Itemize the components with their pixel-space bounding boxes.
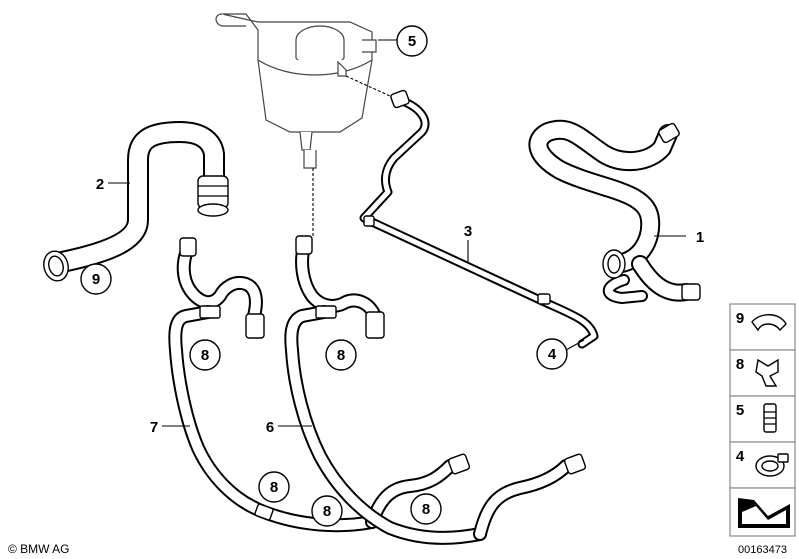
svg-text:2: 2 bbox=[96, 176, 104, 193]
svg-text:5: 5 bbox=[408, 33, 416, 50]
legend-item-5[interactable]: 5 bbox=[729, 395, 796, 443]
svg-text:8: 8 bbox=[736, 356, 744, 373]
diagram-number: 00163473 bbox=[738, 544, 787, 556]
callout-8-e: 8 bbox=[410, 493, 442, 525]
hose-part-6[interactable] bbox=[284, 235, 587, 545]
svg-text:3: 3 bbox=[464, 223, 472, 240]
callout-5: 5 bbox=[396, 25, 428, 57]
callout-3: 3 bbox=[464, 223, 472, 240]
svg-text:9: 9 bbox=[736, 310, 744, 327]
callout-4: 4 bbox=[536, 338, 568, 370]
legend-arrow-icon bbox=[729, 487, 796, 537]
svg-text:8: 8 bbox=[337, 347, 345, 364]
svg-text:8: 8 bbox=[201, 347, 209, 364]
callout-9: 9 bbox=[80, 263, 112, 295]
svg-text:8: 8 bbox=[323, 503, 331, 520]
callout-1: 1 bbox=[696, 229, 704, 246]
svg-text:1: 1 bbox=[696, 229, 704, 246]
callout-6: 6 bbox=[266, 419, 274, 436]
legend-item-9[interactable]: 9 bbox=[729, 303, 796, 351]
legend-item-8[interactable]: 8 bbox=[729, 349, 796, 397]
callout-7: 7 bbox=[150, 419, 158, 436]
svg-text:4: 4 bbox=[548, 346, 557, 363]
leader-lines bbox=[108, 39, 686, 427]
callout-8-a: 8 bbox=[189, 339, 221, 371]
svg-text:6: 6 bbox=[266, 419, 274, 436]
svg-text:9: 9 bbox=[92, 271, 100, 288]
vent-line[interactable] bbox=[345, 75, 599, 349]
svg-text:8: 8 bbox=[270, 479, 278, 496]
callout-8-d: 8 bbox=[311, 495, 343, 527]
svg-text:8: 8 bbox=[422, 501, 430, 518]
svg-text:5: 5 bbox=[736, 402, 744, 419]
copyright-text: © BMW AG bbox=[8, 542, 70, 556]
callout-2: 2 bbox=[96, 176, 104, 193]
hose-part-2[interactable] bbox=[41, 121, 229, 284]
legend-item-4[interactable]: 4 bbox=[729, 441, 796, 489]
svg-text:4: 4 bbox=[736, 448, 745, 465]
callout-8-b: 8 bbox=[325, 339, 357, 371]
expansion-tank[interactable] bbox=[215, 13, 377, 236]
svg-text:7: 7 bbox=[150, 419, 158, 436]
hose-part-7[interactable] bbox=[168, 237, 471, 533]
hose-part-1[interactable] bbox=[528, 119, 701, 304]
callout-8-c: 8 bbox=[258, 471, 290, 503]
